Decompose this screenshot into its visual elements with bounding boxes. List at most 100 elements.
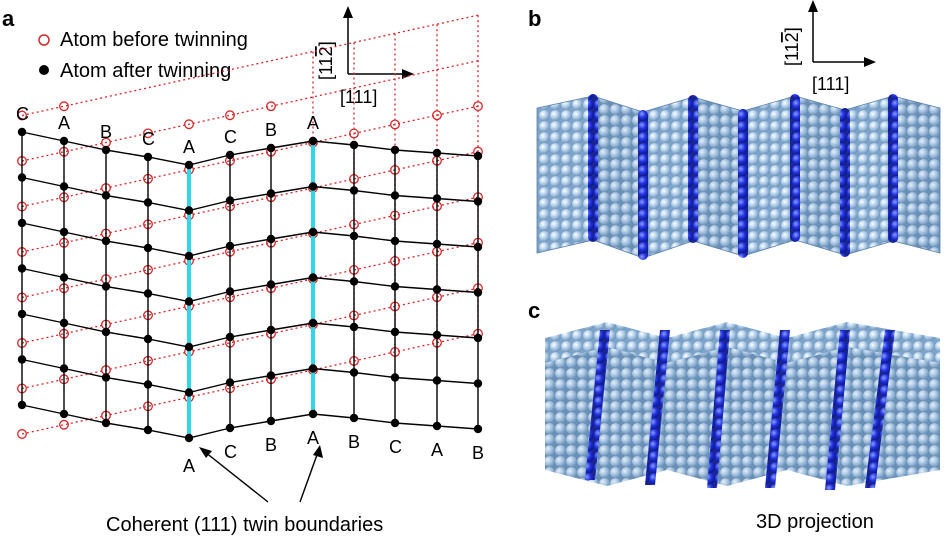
stacking-label-top: B	[100, 122, 112, 142]
atom-after	[143, 152, 153, 162]
crystal-grain	[742, 95, 796, 257]
atom-after	[184, 342, 194, 352]
crystal-3d-side-face	[847, 347, 940, 486]
twin-plane	[738, 109, 748, 258]
panel-a-label: a	[2, 6, 15, 31]
lattice-row-line	[21, 404, 479, 439]
atom-after	[184, 160, 194, 170]
axes-indicator-a: [112] [111]	[316, 6, 414, 107]
atom-after	[225, 287, 235, 296]
twin-plane	[638, 110, 648, 260]
panel-c-label: c	[528, 298, 540, 323]
atom-after	[143, 289, 153, 298]
atom-after	[349, 322, 359, 332]
atom-after	[59, 182, 69, 191]
atom-after	[432, 376, 442, 385]
stacking-label-bottom: A	[183, 456, 195, 476]
twin-plane	[888, 94, 898, 243]
atom-after	[225, 196, 235, 205]
atom-after	[17, 127, 27, 137]
crystal-grain	[592, 95, 644, 259]
atom-after	[349, 186, 359, 195]
stacking-label-top: A	[307, 113, 319, 133]
atom-before	[184, 119, 194, 130]
atom-after	[308, 182, 318, 191]
atom-after	[225, 241, 235, 251]
atom-after	[432, 285, 442, 294]
projection-caption: 3D projection	[756, 511, 874, 533]
boundary-arrows	[199, 445, 323, 503]
atom-after	[17, 355, 27, 364]
atom-after	[17, 400, 27, 410]
lattice-row-line	[21, 176, 479, 212]
atom-after	[308, 409, 318, 419]
atom-after	[349, 140, 359, 150]
atom-after	[184, 251, 194, 261]
crystal-3d-top-face	[787, 322, 847, 363]
atom-after	[184, 433, 194, 443]
atom-after	[266, 416, 276, 426]
atom-after	[473, 379, 483, 388]
twin-plane	[688, 95, 698, 243]
axis-label-a-up: [112]	[316, 41, 336, 80]
atom-after	[266, 189, 276, 198]
stacking-label-bottom: C	[224, 442, 237, 462]
twin-plane-3d	[707, 330, 730, 488]
atom-before	[59, 419, 69, 430]
atom-before	[143, 128, 153, 139]
atom-after	[266, 234, 276, 244]
atom-after	[101, 327, 111, 337]
crystal-grain	[692, 96, 744, 257]
legend-before-marker	[38, 34, 50, 46]
stacking-label-bottom: A	[431, 440, 443, 460]
atom-after	[59, 273, 69, 282]
atom-after	[101, 282, 111, 291]
panel-b-label: b	[528, 6, 541, 31]
atom-after	[308, 273, 318, 282]
atom-after	[143, 425, 153, 435]
atom-after	[101, 418, 111, 428]
crystal-3d-top-face	[847, 322, 940, 363]
legend-after-text: Atom after twinning	[60, 60, 231, 82]
atom-after	[17, 218, 27, 228]
atom-after	[473, 242, 483, 252]
axes-indicator-b: [112] [111]	[782, 0, 876, 94]
atom-after	[473, 288, 483, 297]
legend-after-marker	[39, 65, 49, 75]
atom-after	[225, 332, 235, 342]
atom-before	[473, 101, 483, 112]
atom-after	[473, 424, 483, 434]
atom-after	[308, 136, 318, 146]
atom-after	[225, 423, 235, 433]
axis-label-b-right: [111]	[812, 74, 849, 94]
atom-after	[390, 282, 400, 291]
atom-after	[59, 136, 69, 146]
atom-after	[101, 236, 111, 246]
stacking-label-bottom: A	[307, 428, 319, 448]
atom-before	[432, 110, 442, 121]
panel-a: a Atom before twinning Atom after twinni…	[2, 6, 484, 536]
stacking-label-top: A	[183, 137, 195, 157]
atom-after	[308, 227, 318, 237]
panel-c: c 3D projection	[528, 298, 940, 533]
atom-after	[59, 227, 69, 237]
atom-after	[390, 327, 400, 337]
atom-after	[225, 150, 235, 160]
atom-after	[17, 173, 27, 182]
twin-plane-3d	[765, 330, 790, 488]
atom-after	[101, 145, 111, 155]
atom-after	[17, 309, 27, 319]
twin-plane-3d	[645, 330, 670, 485]
lattice-row-line	[21, 358, 479, 394]
lattice-row-line	[21, 222, 479, 257]
stacking-label-bottom: B	[348, 432, 360, 452]
lattice-row-line	[21, 313, 479, 348]
atom-after	[349, 368, 359, 377]
atom-after	[17, 264, 27, 273]
atom-before	[349, 128, 359, 139]
atom-after	[432, 421, 442, 431]
axis-label-b-up: [112]	[782, 27, 802, 66]
crystal-grain	[642, 96, 694, 259]
stacking-label-top: C	[142, 129, 155, 149]
